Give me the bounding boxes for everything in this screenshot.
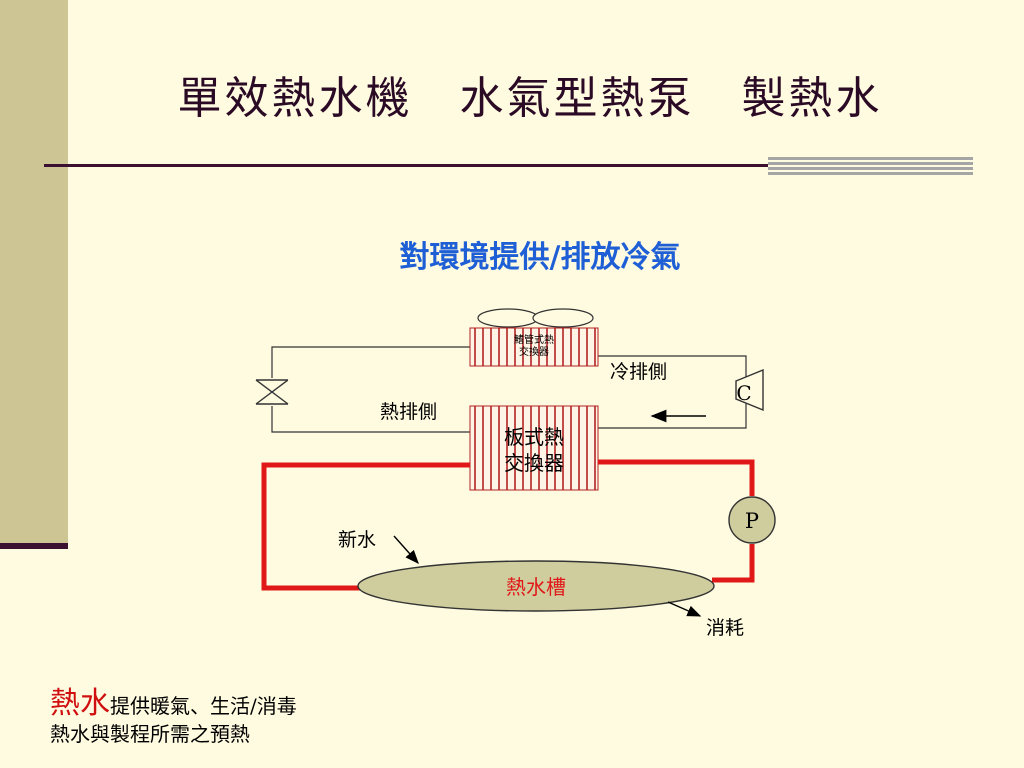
footer-line-1-text: 提供暖氣、生活/消毒	[110, 694, 297, 718]
subtitle: 對環境提供/排放冷氣	[399, 240, 681, 275]
title-accent-stripes	[768, 157, 973, 177]
left-decor-rule	[0, 543, 68, 549]
consumption-label: 消耗	[706, 617, 744, 639]
plate-exchanger	[469, 405, 599, 491]
hot-water-loop-right	[598, 459, 755, 496]
expansion-valve-icon	[254, 378, 292, 406]
left-decor-bar	[0, 0, 68, 543]
footer-line-2: 熱水與製程所需之預熱	[50, 722, 250, 746]
page-title: 單效熱水機 水氣型熱泵 製熱水	[177, 73, 883, 124]
pump-label: P	[745, 509, 759, 533]
compressor-label: C	[736, 381, 751, 405]
footer-line-1: 熱水提供暖氣、生活/消毒	[50, 678, 297, 722]
hot-water-tank	[357, 560, 715, 612]
fin-tube-exchanger-label: 鰭管式熱交換器	[514, 333, 554, 358]
footer-highlight: 熱水	[50, 686, 110, 721]
cold-side-label: 冷排側	[610, 361, 667, 383]
hot-side-label: 熱排側	[380, 401, 437, 423]
compressor-icon: C	[735, 368, 764, 412]
pump-icon: P	[728, 496, 776, 544]
hot-water-loop-left	[261, 462, 470, 591]
fan-icon	[477, 308, 594, 328]
plate-exchanger-label: 板式熱交換器	[504, 425, 564, 475]
consumption-arrow-icon	[667, 601, 702, 617]
title-divider	[44, 164, 964, 167]
refrigerant-line-top	[271, 346, 470, 433]
fresh-water-label: 新水	[338, 529, 376, 551]
tank-label: 熱水槽	[506, 575, 566, 599]
hot-water-loop-return	[712, 544, 755, 583]
fin-tube-exchanger	[469, 327, 599, 367]
fresh-water-arrow-icon	[393, 535, 419, 565]
